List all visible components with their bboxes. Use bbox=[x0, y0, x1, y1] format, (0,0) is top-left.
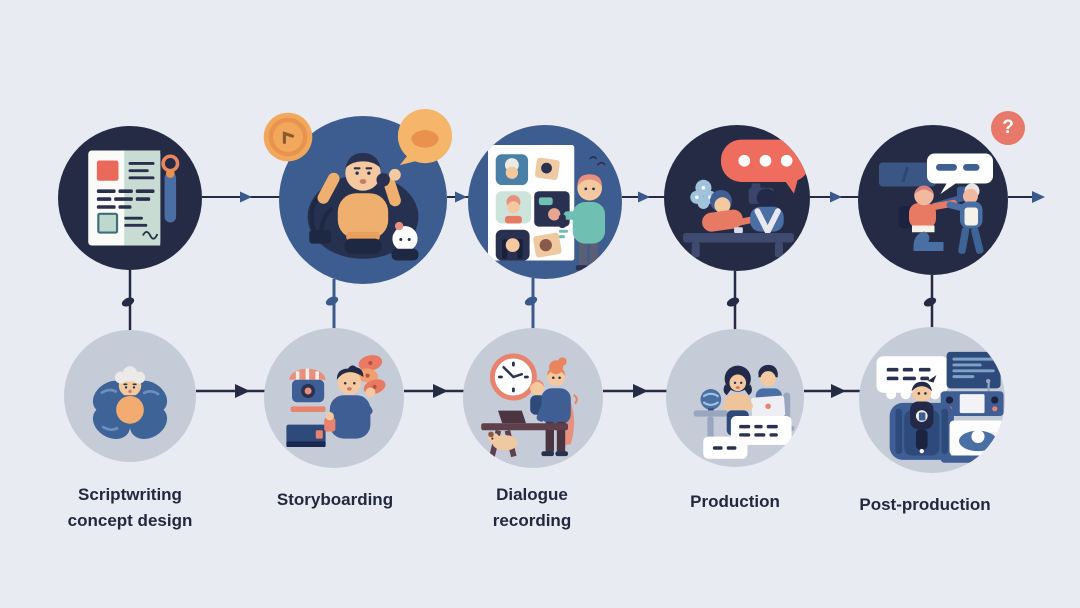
studio-session-illustration bbox=[682, 139, 810, 258]
coin-badge bbox=[261, 110, 315, 164]
storyboard-artist-illustration bbox=[307, 152, 419, 261]
stage-3-bottom-circle bbox=[463, 328, 603, 468]
stage-1-top-circle bbox=[58, 126, 202, 270]
flower-character-illustration bbox=[92, 366, 168, 440]
stage-label-production: Production bbox=[690, 492, 780, 511]
stage-3-top-circle bbox=[468, 125, 622, 279]
stage-4-bottom-circle bbox=[666, 329, 804, 467]
stage-4-top-circle bbox=[664, 125, 810, 271]
desk-recording-illustration bbox=[481, 353, 578, 458]
speech-bubble-badge bbox=[394, 107, 456, 169]
stage-label-dialogue-recording: Dialogue recording bbox=[492, 485, 572, 530]
speech-bubble-icon bbox=[397, 108, 453, 166]
character-sheets-illustration bbox=[488, 145, 606, 271]
stage-2-bottom-circle bbox=[264, 328, 404, 468]
team-review-illustration bbox=[693, 364, 795, 459]
bottom-arrowhead-1 bbox=[235, 384, 250, 398]
link-knot-4 bbox=[726, 297, 740, 307]
top-arrowhead-4 bbox=[830, 191, 842, 203]
stage-1-bottom-circle bbox=[64, 330, 196, 462]
script-document-illustration bbox=[88, 150, 180, 246]
link-knot-1 bbox=[121, 297, 135, 307]
top-arrowhead-5 bbox=[1032, 191, 1045, 203]
stage-label-scriptwriting: Scriptwriting concept design bbox=[67, 485, 193, 530]
bottom-arrowhead-2 bbox=[433, 384, 448, 398]
top-arrowhead-1 bbox=[240, 191, 252, 203]
stage-5-bottom-circle bbox=[859, 327, 1005, 473]
link-knot-5 bbox=[923, 297, 937, 307]
coin-icon bbox=[263, 112, 313, 162]
bottom-arrowhead-3 bbox=[633, 384, 648, 398]
filming-crew-illustration bbox=[879, 153, 993, 254]
stage-label-storyboarding: Storyboarding bbox=[276, 490, 394, 509]
editing-suite-illustration bbox=[876, 351, 1005, 463]
stage-label-post-production: Post-production bbox=[859, 495, 991, 514]
top-arrowhead-3 bbox=[638, 191, 650, 203]
question-badge: ? bbox=[991, 111, 1025, 145]
bottom-arrowhead-4 bbox=[831, 384, 846, 398]
top-arrowhead-2 bbox=[455, 191, 467, 203]
link-knot-2 bbox=[325, 296, 339, 306]
props-collector-illustration bbox=[286, 355, 386, 447]
stage-5-top-circle bbox=[858, 125, 1008, 275]
link-knot-3 bbox=[524, 296, 538, 306]
